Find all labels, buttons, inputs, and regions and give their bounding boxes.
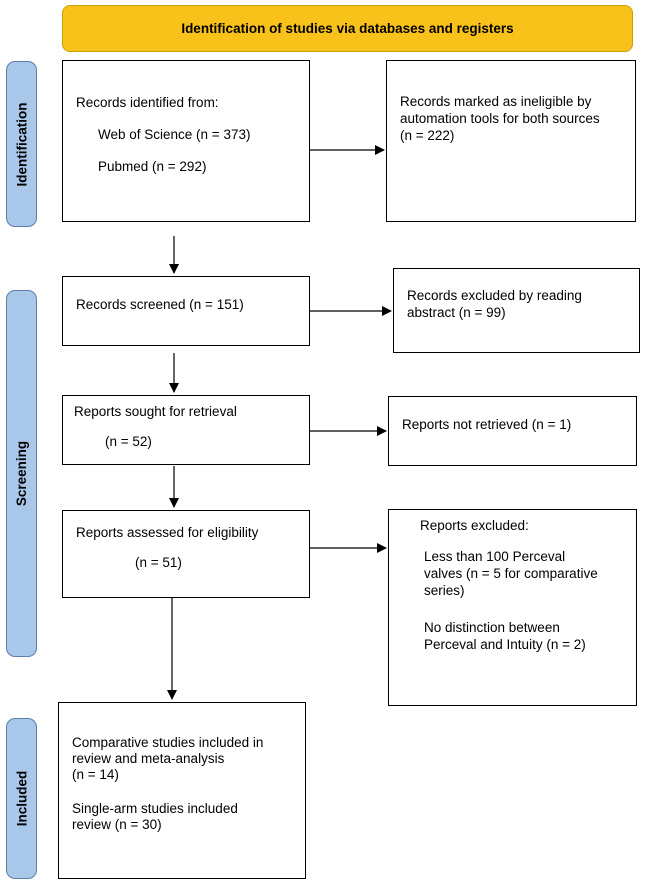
- reports-excluded-box: Reports excluded: Less than 100 Perceval…: [388, 509, 637, 706]
- reports-assessed-box: Reports assessed for eligibility (n = 51…: [62, 510, 310, 598]
- records-identified-title: Records identified from:: [76, 95, 219, 110]
- exclusion-reason2-line2: Perceval and Intuity (n = 2): [424, 637, 586, 652]
- exclusion-reason1-line2: valves (n = 5 for comparative: [424, 566, 598, 581]
- not-retrieved-box: Reports not retrieved (n = 1): [388, 396, 637, 466]
- exclusion-reason1-line3: series): [424, 583, 465, 598]
- included-single-arm-line1: Single-arm studies included: [72, 801, 238, 816]
- records-identified-box: Records identified from: Web of Science …: [62, 60, 310, 222]
- exclusion-reason2-line1: No distinction between: [424, 620, 560, 635]
- ineligible-count: (n = 222): [400, 128, 455, 143]
- ineligible-line1: Records marked as ineligible by: [400, 94, 592, 109]
- header-banner: Identification of studies via databases …: [62, 5, 633, 52]
- ineligible-box: Records marked as ineligible by automati…: [386, 60, 636, 222]
- exclusion-reason1-line1: Less than 100 Perceval: [424, 549, 566, 564]
- web-of-science-count: Web of Science (n = 373): [98, 127, 251, 142]
- records-excluded-line2: abstract (n = 99): [407, 305, 506, 320]
- records-excluded-line1: Records excluded by reading: [407, 288, 582, 303]
- pubmed-count: Pubmed (n = 292): [98, 159, 207, 174]
- records-screened-box: Records screened (n = 151): [62, 276, 310, 346]
- phase-included: Included: [6, 718, 37, 879]
- reports-sought-box: Reports sought for retrieval (n = 52): [62, 395, 310, 465]
- reports-sought-count: (n = 52): [105, 434, 152, 449]
- phase-screening: Screening: [6, 290, 37, 657]
- reports-sought-title: Reports sought for retrieval: [74, 404, 237, 419]
- phase-identification: Identification: [6, 61, 37, 227]
- included-comparative-line1: Comparative studies included in: [72, 735, 264, 750]
- ineligible-line2: automation tools for both sources: [400, 111, 600, 126]
- reports-assessed-title: Reports assessed for eligibility: [76, 525, 259, 540]
- records-excluded-box: Records excluded by reading abstract (n …: [393, 268, 640, 353]
- reports-excluded-title: Reports excluded:: [420, 518, 529, 533]
- included-box: Comparative studies included in review a…: [58, 702, 306, 879]
- included-comparative-line2: review and meta-analysis: [72, 751, 225, 766]
- included-comparative-line3: (n = 14): [72, 767, 119, 782]
- records-screened-label: Records screened (n = 151): [76, 297, 244, 312]
- reports-assessed-count: (n = 51): [135, 555, 182, 570]
- header-title: Identification of studies via databases …: [181, 21, 514, 36]
- not-retrieved-label: Reports not retrieved (n = 1): [402, 417, 572, 432]
- included-single-arm-line2: review (n = 30): [72, 817, 162, 832]
